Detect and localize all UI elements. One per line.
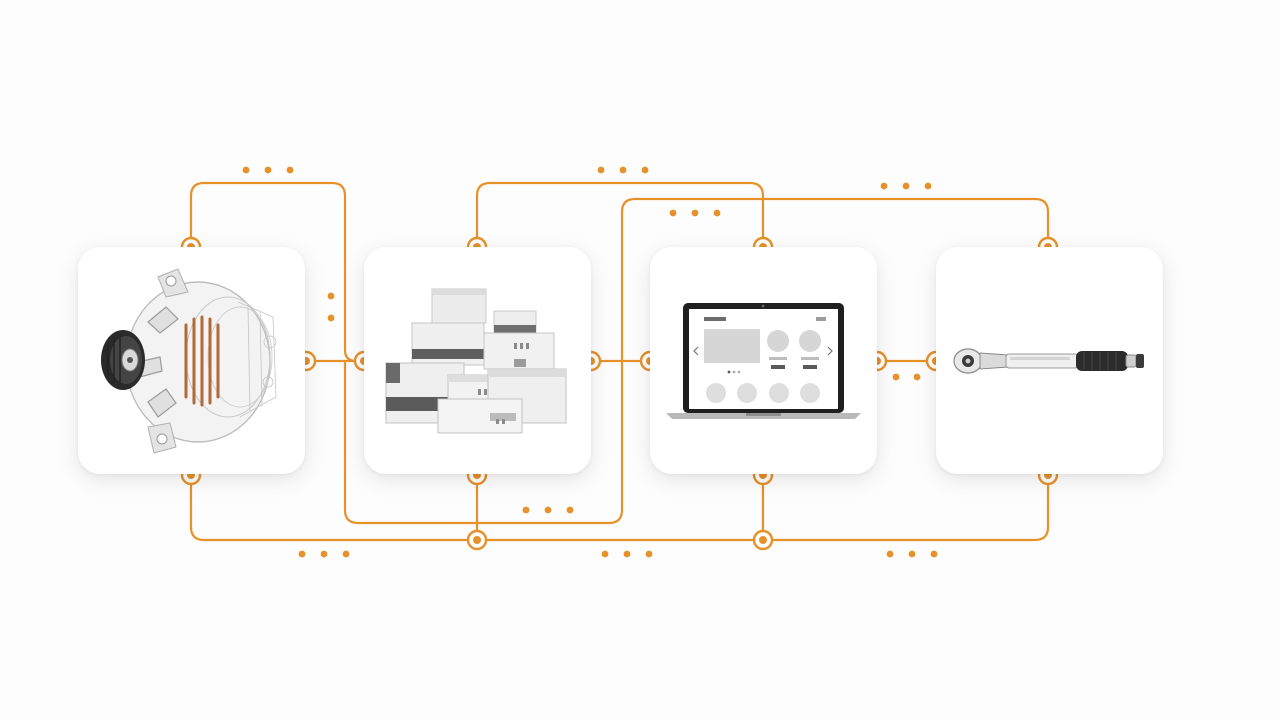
edge-top-alternator-boxes <box>189 181 366 363</box>
edge-bottom-boxes <box>343 359 624 525</box>
laptop-storefront-icon <box>666 303 861 419</box>
alternator-icon <box>101 268 277 454</box>
node-laptop-storefront <box>650 247 877 474</box>
shipping-boxes-icon <box>385 288 567 434</box>
torque-wrench-icon <box>953 348 1144 374</box>
node-shipping-boxes <box>364 247 591 474</box>
node-alternator <box>78 247 305 474</box>
edge-top-boxes-laptop <box>475 181 765 248</box>
ellipsis-dots <box>242 166 938 558</box>
edge-top-inner-laptop <box>620 197 1050 363</box>
connector-nodes <box>180 236 1059 551</box>
edge-bottom-laptop-wrench <box>761 474 1050 542</box>
node-torque-wrench <box>936 247 1163 474</box>
